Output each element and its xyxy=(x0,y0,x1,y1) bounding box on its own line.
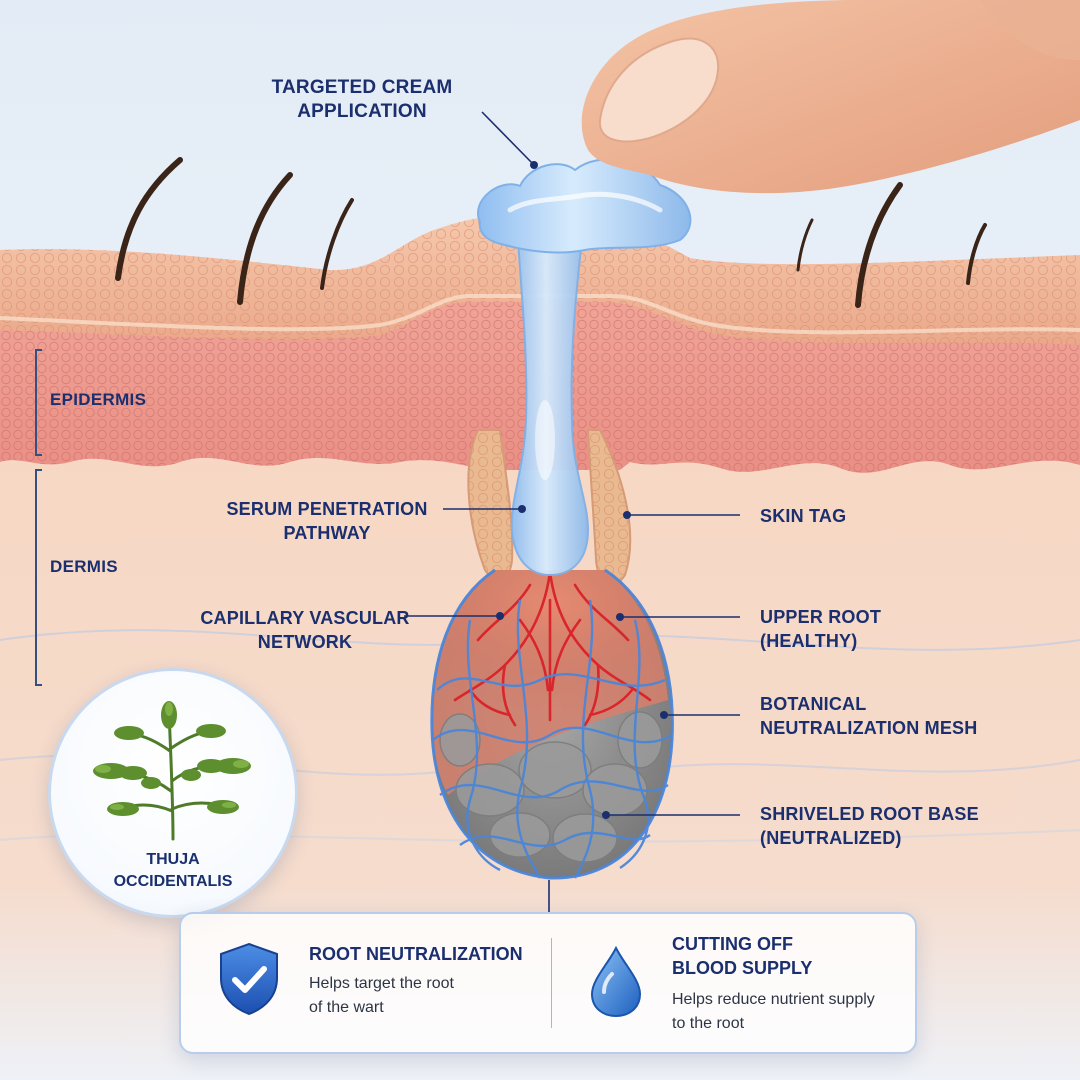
left-desc-line-1: Helps target the root xyxy=(309,975,454,992)
root-neutralization-card: ROOT NEUTRALIZATION Helps target the roo… xyxy=(181,914,551,1052)
upper-root-label: UPPER ROOT (HEALTHY) xyxy=(760,605,881,653)
shield-check-icon xyxy=(220,942,278,1016)
panel-divider xyxy=(551,938,552,1028)
right-desc-line-1: Helps reduce nutrient supply xyxy=(672,991,875,1008)
dermis-label: DERMIS xyxy=(50,557,118,576)
blood-supply-card: CUTTING OFF BLOOD SUPPLY Helps reduce nu… xyxy=(552,914,915,1052)
water-drop-icon xyxy=(590,946,642,1018)
capillary-network-label: CAPILLARY VASCULAR NETWORK xyxy=(190,606,420,654)
capillary-label-line-2: NETWORK xyxy=(257,632,353,652)
blood-supply-desc: Helps reduce nutrient supply to the root xyxy=(672,988,875,1036)
upper-root-label-line-2: (HEALTHY) xyxy=(760,631,858,651)
skin-tag-label: SKIN TAG xyxy=(760,504,846,528)
serum-label-line-1: SERUM PENETRATION xyxy=(226,499,428,519)
thuja-badge: THUJA OCCIDENTALIS xyxy=(48,668,298,918)
neutralization-mesh xyxy=(430,568,674,880)
upper-root-label-line-1: UPPER ROOT xyxy=(760,607,882,627)
left-title-line-1: ROOT NEUTRALIZATION xyxy=(309,944,523,964)
right-title-line-1: CUTTING OFF xyxy=(672,934,793,954)
mesh-label-line-2: NEUTRALIZATION MESH xyxy=(760,718,978,738)
root-base-label: SHRIVELED ROOT BASE (NEUTRALIZED) xyxy=(760,802,979,850)
root-neutralization-title: ROOT NEUTRALIZATION xyxy=(309,942,523,966)
root-base-label-line-2: (NEUTRALIZED) xyxy=(760,828,902,848)
capillary-label-line-1: CAPILLARY VASCULAR xyxy=(200,608,410,628)
cream-application-label: TARGETED CREAM APPLICATION xyxy=(242,76,482,124)
thuja-sprig-icon xyxy=(93,701,251,841)
mesh-label-line-1: BOTANICAL xyxy=(760,694,867,714)
serum-pathway-label: SERUM PENETRATION PATHWAY xyxy=(212,497,442,545)
capillary-vessels xyxy=(453,570,652,727)
mesh-label: BOTANICAL NEUTRALIZATION MESH xyxy=(760,692,977,740)
cream-label-line-1: TARGETED CREAM xyxy=(271,77,453,98)
thuja-name-line-1: THUJA xyxy=(146,851,200,868)
root-base-label-line-1: SHRIVELED ROOT BASE xyxy=(760,804,979,824)
skin-tag-label-line-1: SKIN TAG xyxy=(760,506,847,526)
blood-supply-title: CUTTING OFF BLOOD SUPPLY xyxy=(672,932,812,980)
thuja-name: THUJA OCCIDENTALIS xyxy=(51,849,295,893)
thuja-name-line-2: OCCIDENTALIS xyxy=(113,873,233,890)
serum-label-line-2: PATHWAY xyxy=(283,523,371,543)
right-title-line-2: BLOOD SUPPLY xyxy=(672,958,813,978)
root-neutralization-desc: Helps target the root of the wart xyxy=(309,972,454,1020)
left-desc-line-2: of the wart xyxy=(309,999,384,1016)
cream-label-line-2: APPLICATION xyxy=(297,101,427,122)
info-panel: ROOT NEUTRALIZATION Helps target the roo… xyxy=(179,912,917,1054)
right-desc-line-2: to the root xyxy=(672,1015,745,1032)
epidermis-label: EPIDERMIS xyxy=(50,390,147,409)
